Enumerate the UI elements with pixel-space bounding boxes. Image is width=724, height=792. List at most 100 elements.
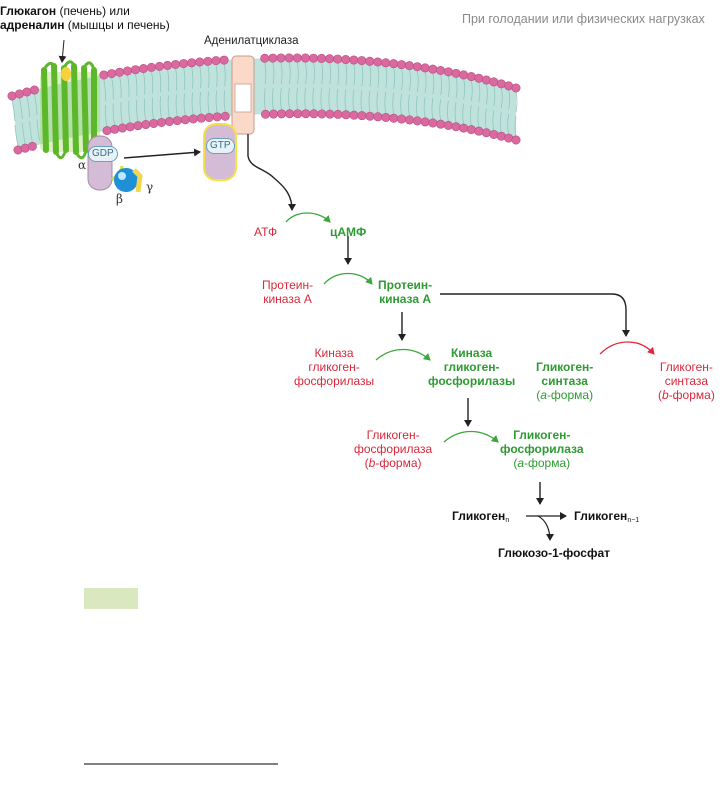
lipid-tail [304,61,307,84]
lipid-tail [11,99,16,122]
membrane-tails [11,61,518,147]
lipid-head [260,53,270,63]
lipid-head [349,110,359,120]
lipid-head [211,56,221,66]
lipid-tail [304,87,307,110]
lipid-head [365,111,375,121]
lipid-tail [264,62,267,85]
lipid-tail [104,104,108,127]
lipid-tail [136,99,139,122]
lipid-tail [127,74,130,97]
lipid-head [269,109,279,119]
lipid-head [157,117,167,127]
lipid-head [481,75,491,85]
alpha-label: α [78,158,87,172]
glucagon-label: Глюкагон [0,4,57,18]
lipid-head [179,59,189,69]
lipid-head [219,55,229,65]
lipid-head [389,113,399,123]
lipid-head [300,53,310,63]
lipid-head [436,65,446,75]
lipid-tail [392,92,395,115]
lipid-head [451,122,461,132]
lipid-tail [167,95,170,118]
lipid-head [412,116,422,126]
lipid-tail [431,97,434,120]
lipid-tail [400,93,403,116]
lipid-tail [175,68,178,91]
lipid-head [496,79,506,89]
lipid-tail [446,100,449,122]
lipid-head [27,141,37,151]
lipid-tail [423,96,426,118]
lipid-tail [514,115,517,137]
lipid-tail [328,88,331,111]
hormone-receptor [40,60,100,160]
lipid-head [436,119,446,129]
lipid-head [29,85,39,95]
lipid-tail [416,70,419,92]
lipid-head [180,115,190,125]
lipid-tail [329,62,332,85]
membrane-heads [7,53,521,155]
lipid-head [110,124,120,134]
lipid-head [117,123,127,133]
lipid-tail [432,73,435,95]
hormone-pointer [58,39,67,63]
lipid-tail [353,63,356,86]
lipid-tail [409,69,411,91]
lipid-tail [112,103,116,126]
lipid-tail [280,87,283,110]
lipid-tail [321,62,324,85]
lipid-tail [345,63,348,86]
lipid-tail [361,64,364,87]
lipid-tail [191,66,194,89]
lipid-head [133,121,143,131]
lipid-head [268,53,278,63]
lipid-head [102,126,112,136]
lipid-tail [440,74,443,96]
highlight-box [84,588,138,609]
lipid-head [130,65,140,75]
lipid-tail [454,101,457,123]
hormone-label: Глюкагон (печень) или адреналин (мышцы и… [0,4,170,32]
lipid-tail [376,91,379,113]
lipid-head [204,112,214,122]
lipid-tail [337,63,340,85]
lipid-head [146,62,156,72]
lipid-tail [26,95,31,118]
lipid-head [138,64,148,74]
lipid-head [466,72,476,82]
adenylate-cyclase-label: Аденилатциклаза [204,35,299,47]
lipid-tail [183,67,186,90]
lipid-tail [159,70,162,93]
lipid-head [466,125,476,135]
lipid-tail [492,110,495,131]
lipid-head [389,59,399,69]
lipid-head [325,54,335,64]
lipid-head [154,61,164,71]
gdp-label: GDP [88,146,118,162]
lipid-head [149,118,159,128]
lipid-tail [199,92,202,115]
lipid-head [381,112,391,122]
lipid-tail [478,82,481,103]
lipid-head [308,53,318,63]
lipid-head [341,110,351,120]
lipid-head [474,126,484,136]
lipid-head [489,129,499,139]
glucagon-note: (печень) или [56,4,130,18]
lipid-tail [463,78,466,100]
lipid-tail [507,113,510,135]
lipid-head [420,63,430,73]
pka-inactive-node: Протеин-киназа А [262,278,314,306]
lipid-tail [135,73,138,96]
lipid-tail [175,94,178,117]
lipid-tail [199,65,202,89]
lipid-head [365,56,375,66]
lipid-tail [424,71,427,93]
gamma-label: γ [146,180,154,194]
lipid-tail [34,93,38,116]
